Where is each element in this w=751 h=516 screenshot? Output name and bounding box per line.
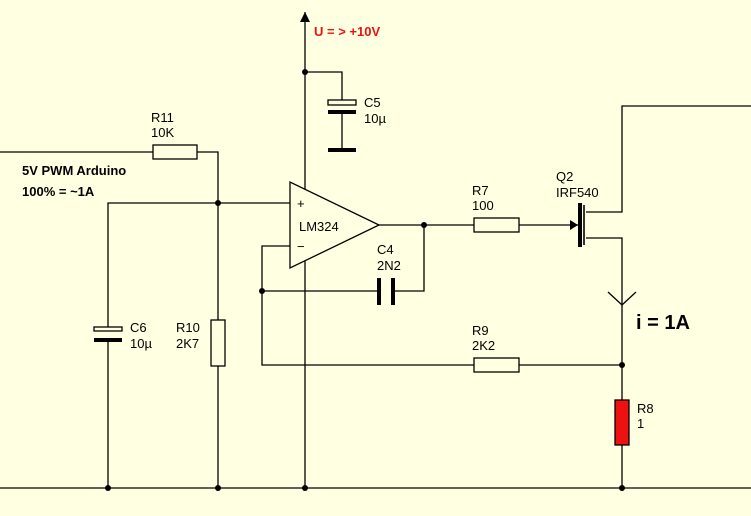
resistor-r10-body xyxy=(210,319,226,367)
resistor-r7-body xyxy=(473,217,520,233)
capacitor-c4-ref: C4 xyxy=(377,242,394,257)
resistor-r9-ref: R9 xyxy=(472,323,489,338)
current-label: i = 1A xyxy=(636,312,690,334)
transistor-q2-arrow-icon xyxy=(570,220,578,230)
capacitor-c6-gap xyxy=(100,330,116,338)
resistor-r8-ref: R8 xyxy=(637,401,654,416)
current-arrow-icon xyxy=(607,291,637,306)
resistor-r11-ref: R11 xyxy=(151,110,174,125)
junction-dot xyxy=(421,222,427,228)
resistor-r11: R11 10K xyxy=(151,110,198,160)
capacitor-c5-ref: C5 xyxy=(364,95,381,110)
resistor-r9: R9 2K2 xyxy=(472,323,520,373)
r11-to-node xyxy=(197,151,219,320)
supply-arrow-icon xyxy=(300,12,310,22)
junction-dot xyxy=(215,200,221,206)
transistor-q2-gate-bar xyxy=(578,203,582,247)
capacitor-c5: C5 10µ xyxy=(327,95,386,152)
resistor-r10-value: 2K7 xyxy=(176,336,199,351)
capacitor-c5-bottom-bar xyxy=(328,148,356,152)
junction-dot xyxy=(619,362,625,368)
capacitor-c5-plate-bottom xyxy=(328,110,356,114)
capacitor-c4: C4 2N2 xyxy=(377,242,401,305)
minus-input-wire xyxy=(261,245,474,366)
input-label-scale: 100% = ~1A xyxy=(22,184,95,199)
plus-input-wire xyxy=(107,202,290,488)
resistor-r7: R7 100 xyxy=(472,183,520,233)
capacitor-c5-value: 10µ xyxy=(364,111,386,126)
opamp-minus-sign: − xyxy=(297,239,305,254)
opamp-lm324: + − LM324 xyxy=(289,180,381,270)
resistor-r11-value: 10K xyxy=(151,125,174,140)
opamp-name: LM324 xyxy=(299,219,339,234)
junction-dot xyxy=(105,485,111,491)
opamp-plus-sign: + xyxy=(297,196,305,211)
capacitor-c6: C6 10µ xyxy=(93,320,152,351)
resistor-r10-ref: R10 xyxy=(176,320,200,335)
input-label-pwm: 5V PWM Arduino xyxy=(22,163,126,178)
capacitor-c4-plate-left xyxy=(377,278,381,305)
resistor-r9-body xyxy=(473,357,520,373)
capacitor-c5-plate-top xyxy=(327,99,357,106)
junction-dot xyxy=(619,485,625,491)
junction-dot xyxy=(215,485,221,491)
drain-wire xyxy=(586,105,751,213)
transistor-q2-value: IRF540 xyxy=(556,185,599,200)
transistor-q2: Q2 IRF540 xyxy=(556,169,599,247)
source-wire xyxy=(586,237,623,400)
junction-dot xyxy=(302,69,308,75)
supply-label: U = > +10V xyxy=(314,24,380,39)
resistor-r8: R8 1 xyxy=(614,399,654,446)
transistor-q2-ref: Q2 xyxy=(556,169,573,184)
wires xyxy=(0,12,751,489)
capacitor-c6-value: 10µ xyxy=(130,336,152,351)
junction-dot xyxy=(302,485,308,491)
capacitor-c6-ref: C6 xyxy=(130,320,147,335)
opamp-triangle xyxy=(289,180,381,270)
resistor-r8-body xyxy=(614,399,630,446)
junction-dot xyxy=(259,288,265,294)
resistor-r7-ref: R7 xyxy=(472,183,489,198)
resistor-r10: R10 2K7 xyxy=(176,319,226,367)
c4-right-wire xyxy=(394,225,425,292)
resistor-r9-value: 2K2 xyxy=(472,338,495,353)
capacitor-c6-plate-bottom xyxy=(94,338,122,342)
resistor-r8-value: 1 xyxy=(637,416,644,431)
capacitor-c6-plate-top xyxy=(93,326,123,332)
c5-wire xyxy=(305,71,343,100)
capacitor-c4-plate-right xyxy=(391,278,395,305)
capacitor-c4-value: 2N2 xyxy=(377,258,401,273)
resistor-r7-value: 100 xyxy=(472,198,494,213)
junctions xyxy=(105,69,625,491)
resistor-r11-body xyxy=(152,144,198,160)
